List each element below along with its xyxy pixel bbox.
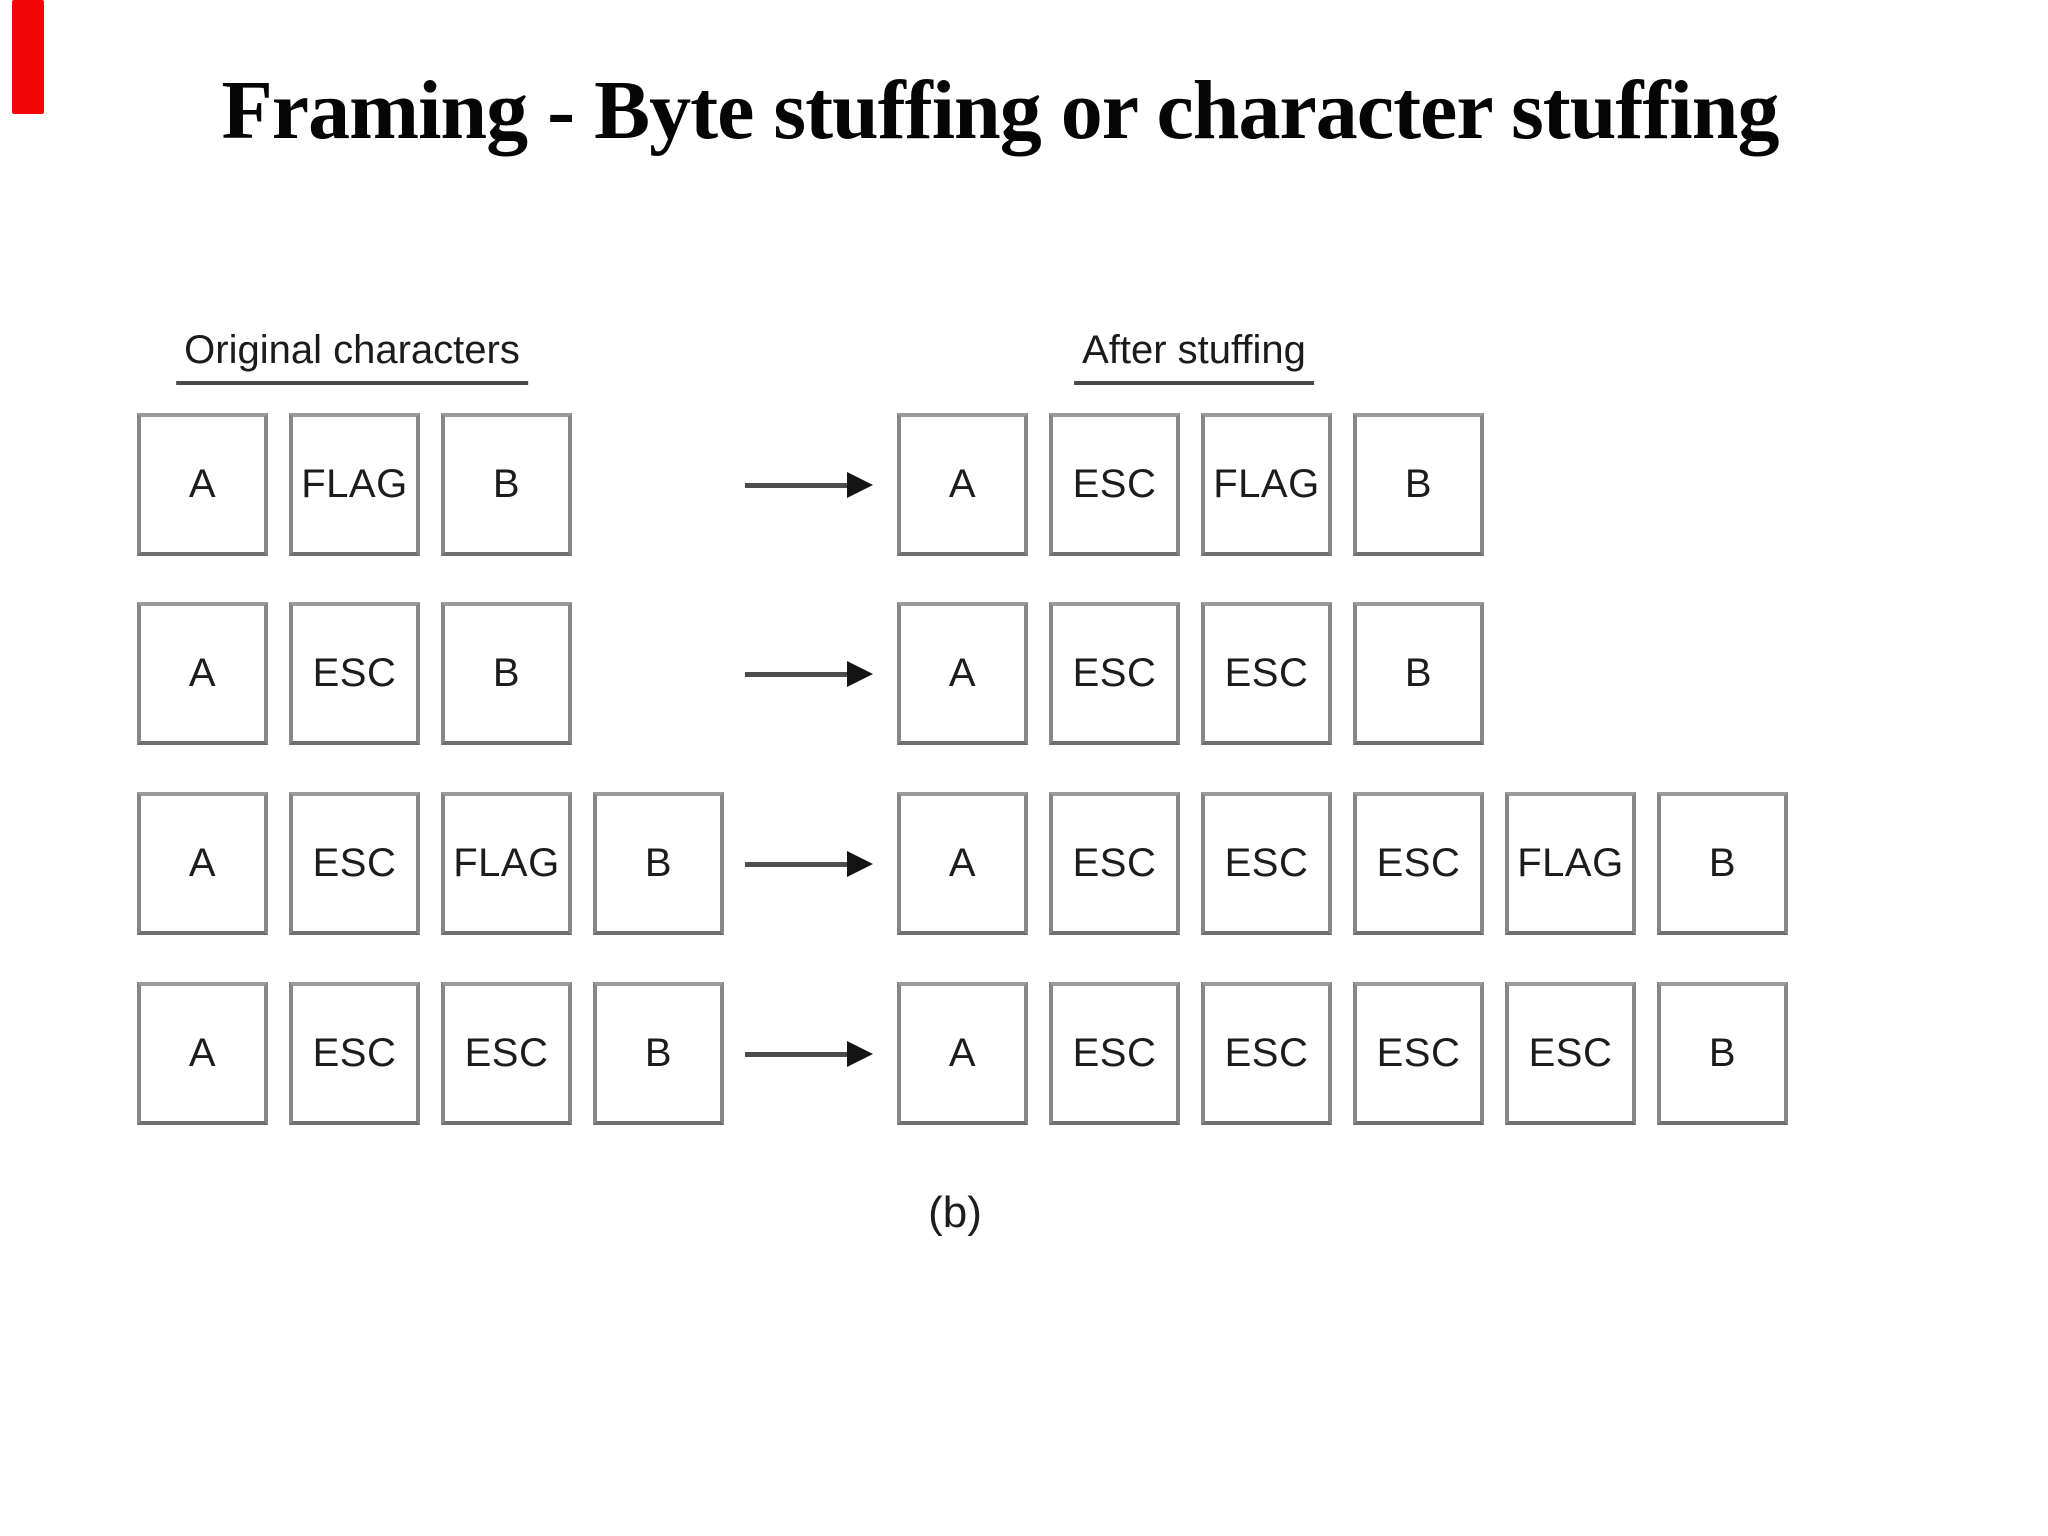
char-box-b: B	[441, 413, 572, 556]
char-box-esc: ESC	[1049, 982, 1180, 1125]
arrow-shaft	[745, 862, 849, 867]
char-box-b: B	[1353, 413, 1484, 556]
arrow-right-icon	[745, 661, 873, 687]
red-marker-bar	[12, 0, 44, 114]
char-box-esc: ESC	[1201, 602, 1332, 745]
arrow-right-icon	[745, 1041, 873, 1067]
char-box-a: A	[137, 413, 268, 556]
arrow-head	[847, 472, 873, 498]
char-box-b: B	[593, 792, 724, 935]
char-box-esc: ESC	[1353, 792, 1484, 935]
arrow-right-icon	[745, 851, 873, 877]
arrow-shaft	[745, 1052, 849, 1057]
char-box-b: B	[593, 982, 724, 1125]
char-box-esc: ESC	[1353, 982, 1484, 1125]
char-box-b: B	[1657, 792, 1788, 935]
page-title: Framing - Byte stuffing or character stu…	[221, 64, 1780, 157]
char-box-esc: ESC	[441, 982, 572, 1125]
char-box-esc: ESC	[289, 792, 420, 935]
char-box-b: B	[1657, 982, 1788, 1125]
char-box-flag: FLAG	[1505, 792, 1636, 935]
arrow-right-icon	[745, 472, 873, 498]
arrow-shaft	[745, 483, 849, 488]
char-box-esc: ESC	[289, 602, 420, 745]
char-box-b: B	[1353, 602, 1484, 745]
after-stuffing-header: After stuffing	[1074, 328, 1314, 385]
char-box-esc: ESC	[289, 982, 420, 1125]
char-box-a: A	[137, 982, 268, 1125]
char-box-a: A	[137, 792, 268, 935]
char-box-esc: ESC	[1049, 602, 1180, 745]
char-box-esc: ESC	[1049, 413, 1180, 556]
char-box-flag: FLAG	[441, 792, 572, 935]
subfigure-caption: (b)	[928, 1188, 982, 1237]
char-box-b: B	[441, 602, 572, 745]
char-box-flag: FLAG	[1201, 413, 1332, 556]
char-box-esc: ESC	[1049, 792, 1180, 935]
char-box-a: A	[897, 982, 1028, 1125]
char-box-a: A	[897, 413, 1028, 556]
arrow-head	[847, 1041, 873, 1067]
arrow-head	[847, 851, 873, 877]
char-box-a: A	[137, 602, 268, 745]
char-box-flag: FLAG	[289, 413, 420, 556]
char-box-esc: ESC	[1505, 982, 1636, 1125]
arrow-shaft	[745, 672, 849, 677]
char-box-esc: ESC	[1201, 982, 1332, 1125]
arrow-head	[847, 661, 873, 687]
char-box-a: A	[897, 602, 1028, 745]
char-box-esc: ESC	[1201, 792, 1332, 935]
original-characters-header: Original characters	[176, 328, 528, 385]
char-box-a: A	[897, 792, 1028, 935]
